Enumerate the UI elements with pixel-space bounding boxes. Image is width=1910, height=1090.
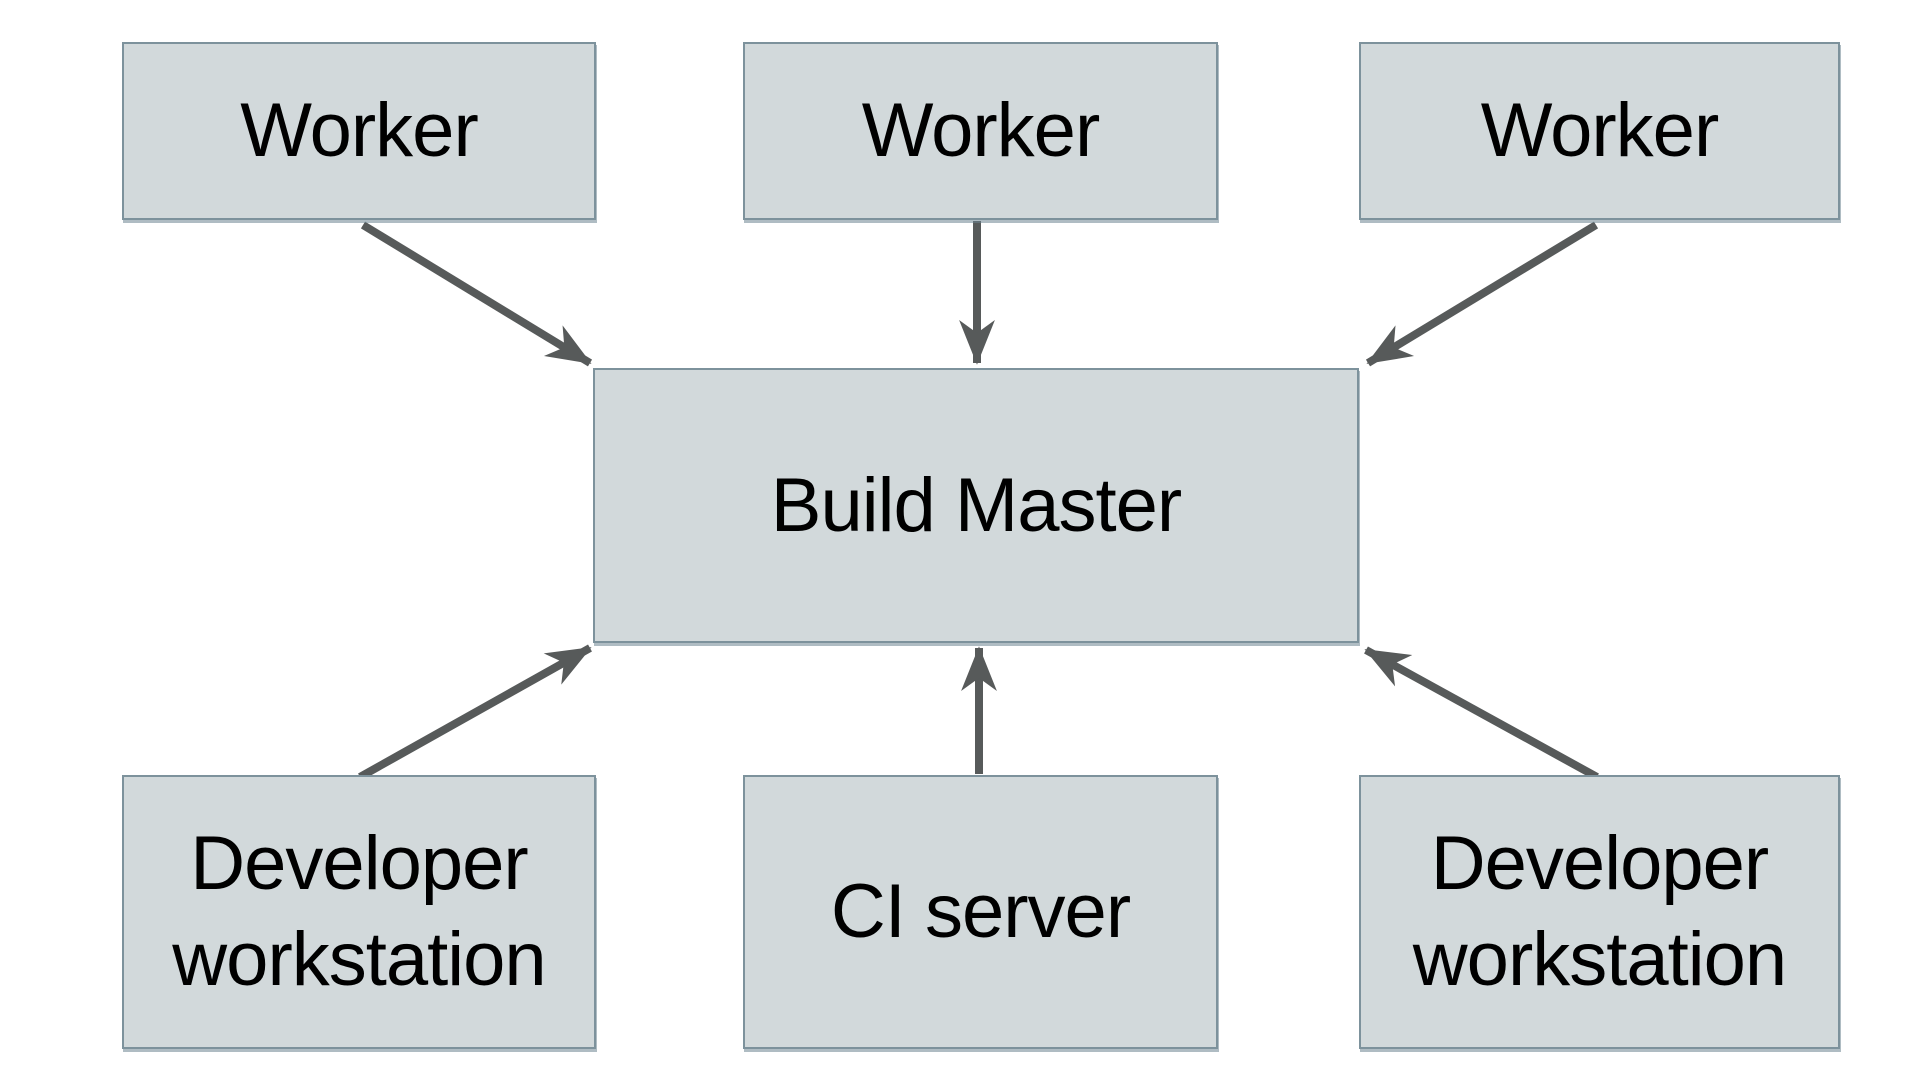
node-developer-workstation-left: Developer workstation — [122, 775, 596, 1049]
node-ci-server-label: CI server — [830, 869, 1131, 955]
arrow-dev-right-to-build-master — [1364, 646, 1599, 781]
node-developer-workstation-right-label: Developer workstation — [1412, 821, 1787, 1002]
node-developer-workstation-right: Developer workstation — [1359, 775, 1840, 1049]
node-developer-workstation-left-label: Developer workstation — [172, 821, 546, 1002]
arrow-worker3-to-build-master — [1365, 221, 1599, 367]
node-build-master: Build Master — [593, 368, 1359, 643]
node-worker-3-label: Worker — [1480, 88, 1720, 174]
node-worker-2-label: Worker — [861, 88, 1101, 174]
node-ci-server: CI server — [743, 775, 1218, 1049]
arrow-dev-left-to-build-master — [358, 644, 592, 781]
node-worker-3: Worker — [1359, 42, 1840, 220]
node-build-master-label: Build Master — [770, 462, 1182, 548]
node-worker-1: Worker — [122, 42, 596, 220]
node-worker-2: Worker — [743, 42, 1218, 220]
arrow-worker1-to-build-master — [360, 221, 593, 367]
node-worker-1-label: Worker — [240, 88, 479, 174]
